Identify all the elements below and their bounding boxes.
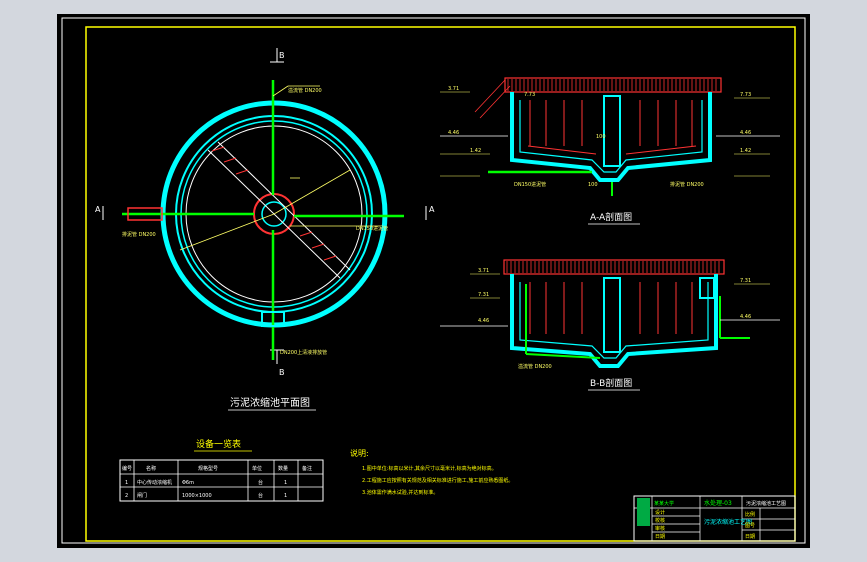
table-header-5: 数量 [278, 465, 288, 472]
table-cell: 2 [125, 493, 128, 499]
plan-title: 污泥浓缩池平面图 [230, 396, 310, 409]
section-aa: 3.71 7.73 4.46 1.42 7.73 4.46 1.42 DN150… [440, 77, 780, 225]
aa-title: A-A剖面图 [590, 211, 632, 223]
plan-note-3: 排泥管 DN200 [122, 231, 156, 238]
table-header-3: 规格型号 [198, 465, 218, 472]
table-cell: 1000×1000 [182, 493, 212, 499]
plan-view: B B A A [95, 48, 435, 411]
tb-right-1: 比例 [745, 511, 755, 518]
section-mark-b-top: B [279, 51, 285, 60]
bb-elev-5: 4.46 [740, 314, 751, 320]
plan-note-4: DN200上清液排放管 [280, 349, 327, 356]
note-line-1: 1.图中单位:标高以米计,其余尺寸以毫米计,标高为绝对标高。 [362, 465, 497, 472]
school-logo [637, 498, 650, 526]
table-cell: 1 [284, 480, 287, 486]
section-mark-b-bottom: B [279, 368, 285, 377]
aa-elev-6: 4.46 [740, 130, 751, 136]
drawing-number: 水处理-03 [704, 499, 732, 507]
table-cell: 台 [258, 479, 263, 486]
outer-frame [61, 17, 806, 544]
aa-elev-4: 1.42 [470, 148, 481, 154]
table-cell: Φ6m [182, 480, 194, 486]
plan-note-2: DN150进泥管 [356, 225, 388, 232]
inner-frame [85, 26, 796, 542]
notes-heading: 说明: [350, 448, 369, 458]
note-line-2: 2.工程施工应按照有关规范及相关标准进行施工,施工前应熟悉图纸。 [362, 477, 513, 484]
table-cell: 1 [284, 493, 287, 499]
table-header-4: 单位 [252, 465, 262, 472]
drawing-name-top: 污泥浓缩池工艺图 [746, 500, 786, 507]
table-header-2: 名称 [146, 465, 156, 472]
aa-elev-1: 3.71 [448, 86, 459, 92]
aa-tank-wall [510, 92, 712, 182]
table-cell: 中心传动浓缩机 [137, 479, 172, 486]
aa-elev-3: 4.46 [448, 130, 459, 136]
plan-note-1: 溢流管 DN200 [288, 87, 322, 94]
title-block: 某某大学 水处理-03 污泥浓缩池工艺图 污泥浓缩池工艺图 设计 校核 审核 日… [633, 495, 796, 542]
section-mark-a-left: A [95, 205, 101, 214]
aa-elev-2: 7.73 [524, 92, 535, 98]
school-name: 某某大学 [654, 500, 674, 507]
tb-right-2: 图号 [745, 523, 755, 529]
tb-label-3: 审核 [655, 525, 665, 532]
bb-title: B-B剖面图 [590, 377, 632, 389]
section-mark-a-right: A [429, 205, 435, 214]
aa-note-1: DN150进泥管 [514, 181, 546, 188]
bb-elev-4: 7.31 [740, 278, 751, 284]
bb-elev-3: 4.46 [478, 318, 489, 324]
tb-label-4: 日期 [655, 534, 665, 540]
aa-note-3: 100 [596, 134, 606, 140]
aa-note-4: 100 [588, 182, 598, 188]
drawing-name: 污泥浓缩池工艺图 [704, 518, 752, 526]
table-cell: 台 [258, 492, 263, 499]
equipment-table: 设备一览表 编号 名称 规格型号 单位 数量 备注 1 中心传动浓缩机 Φ6m … [119, 438, 324, 502]
equipment-table-title: 设备一览表 [196, 438, 241, 450]
table-header-1: 编号 [122, 465, 132, 472]
notes-block: 说明: 1.图中单位:标高以米计,其余尺寸以毫米计,标高为绝对标高。 2.工程施… [350, 448, 513, 496]
aa-elev-5: 7.73 [740, 92, 751, 98]
section-bb: 3.71 7.31 4.46 7.31 4.46 溢流管 DN200 B-B剖面… [440, 259, 780, 391]
tb-label-2: 校核 [655, 517, 665, 524]
bb-elev-2: 7.31 [478, 292, 489, 298]
bb-note-1: 溢流管 DN200 [518, 363, 552, 370]
tb-right-3: 日期 [745, 534, 755, 540]
table-cell: 1 [125, 480, 128, 486]
aa-elev-7: 1.42 [740, 148, 751, 154]
tb-label-1: 设计 [655, 509, 665, 516]
table-header-6: 备注 [302, 465, 312, 472]
note-line-3: 3.池体需作满水试验,并达到标准。 [362, 489, 438, 496]
table-cell: 闸门 [137, 492, 147, 499]
aa-note-2: 排泥管 DN200 [670, 181, 704, 188]
bb-elev-1: 3.71 [478, 268, 489, 274]
